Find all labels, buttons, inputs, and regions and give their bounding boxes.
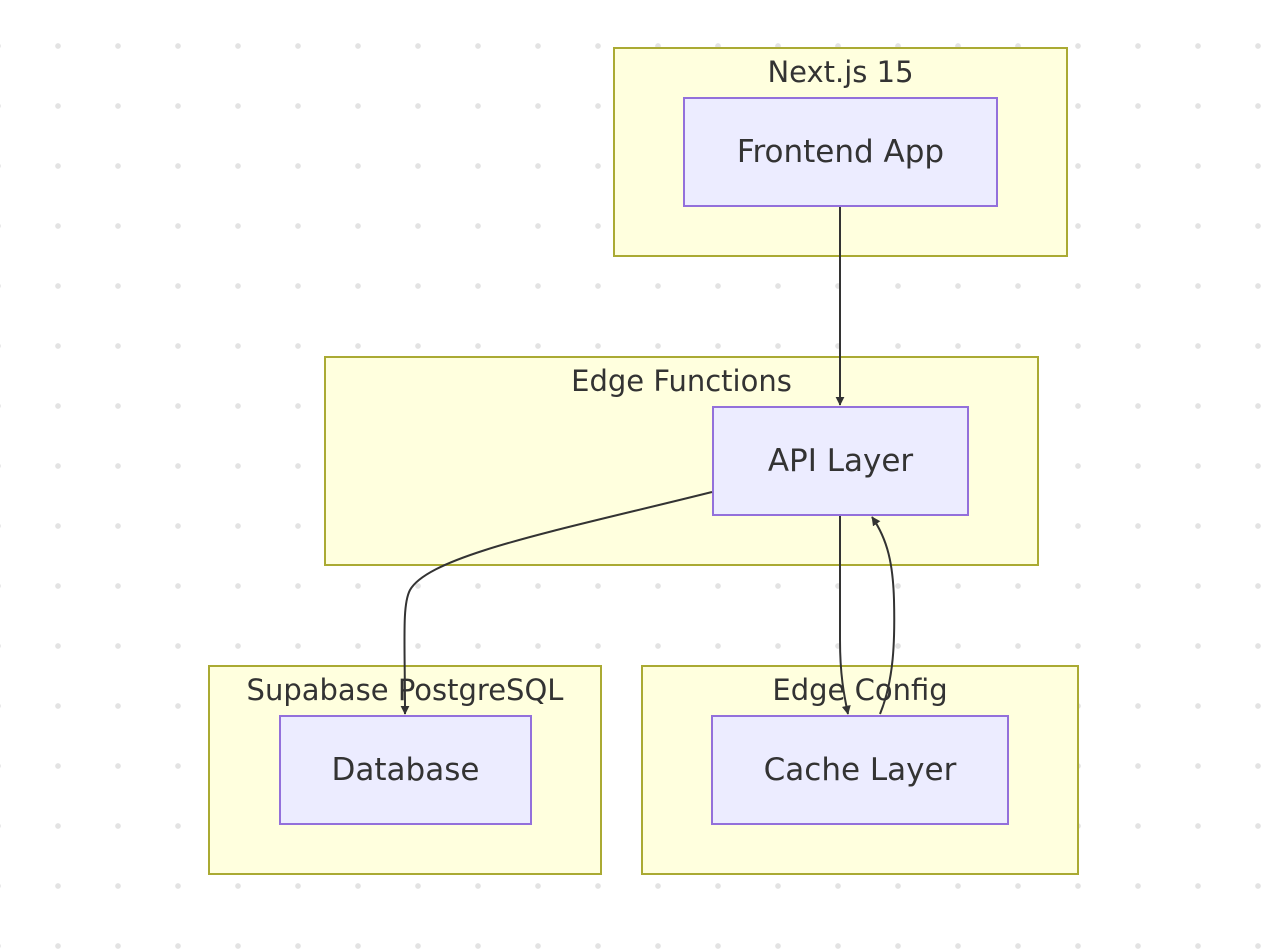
node-database-label: Database — [331, 752, 480, 788]
node-database[interactable]: Database — [279, 715, 532, 825]
edge-api-to-database — [400, 491, 713, 715]
node-api-layer-label: API Layer — [767, 443, 914, 479]
node-api-layer[interactable]: API Layer — [712, 406, 969, 516]
node-cache-layer-label: Cache Layer — [763, 752, 957, 788]
group-nextjs-label: Next.js 15 — [767, 55, 914, 89]
node-cache-layer[interactable]: Cache Layer — [711, 715, 1009, 825]
node-frontend-app-label: Frontend App — [736, 134, 945, 170]
node-frontend-app[interactable]: Frontend App — [683, 97, 998, 207]
group-edge-functions-label: Edge Functions — [571, 364, 792, 398]
group-edge-config-label: Edge Config — [772, 673, 948, 707]
edge-cache-to-api — [871, 516, 896, 715]
edge-api-to-cache — [839, 516, 851, 715]
